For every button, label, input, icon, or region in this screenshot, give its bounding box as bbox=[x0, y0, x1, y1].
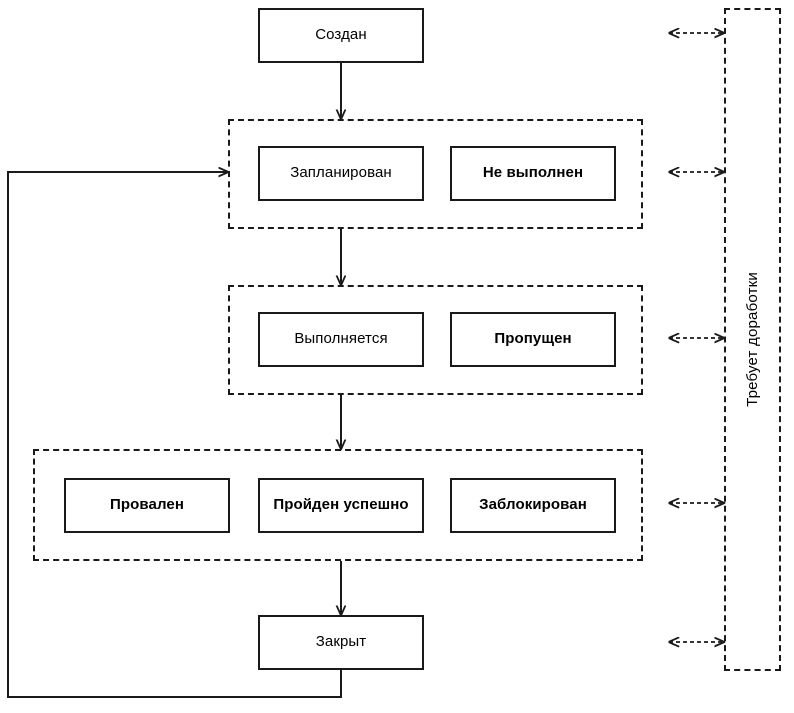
state-box-passed[interactable]: Пройден успешно bbox=[258, 478, 424, 533]
state-box-planned[interactable]: Запланирован bbox=[258, 146, 424, 201]
state-label-blocked: Заблокирован bbox=[479, 496, 587, 514]
state-label-not-executed: Не выполнен bbox=[482, 164, 584, 182]
state-label-failed: Провален bbox=[109, 496, 184, 514]
state-label-in-progress: Выполняется bbox=[294, 330, 388, 348]
state-label-skipped: Пропущен bbox=[494, 330, 572, 348]
group-planning-container bbox=[228, 119, 643, 229]
group-execution-container bbox=[228, 285, 643, 395]
connector-closed-to-planning-loop bbox=[7, 172, 342, 698]
state-box-skipped[interactable]: Пропущен bbox=[450, 312, 616, 367]
state-box-closed[interactable]: Закрыт bbox=[258, 615, 424, 670]
state-box-in-progress[interactable]: Выполняется bbox=[258, 312, 424, 367]
state-box-blocked[interactable]: Заблокирован bbox=[450, 478, 616, 533]
rework-panel[interactable]: Требует доработки bbox=[724, 8, 781, 671]
state-box-failed[interactable]: Провален bbox=[64, 478, 230, 533]
rework-panel-label: Требует доработки bbox=[744, 272, 761, 407]
state-label-passed: Пройден успешно bbox=[273, 496, 409, 514]
state-label-closed: Закрыт bbox=[315, 633, 367, 651]
state-label-planned: Запланирован bbox=[290, 164, 392, 182]
state-label-created: Создан bbox=[315, 26, 367, 44]
state-box-not-executed[interactable]: Не выполнен bbox=[450, 146, 616, 201]
group-results-container bbox=[33, 449, 643, 561]
state-box-created[interactable]: Создан bbox=[258, 8, 424, 63]
